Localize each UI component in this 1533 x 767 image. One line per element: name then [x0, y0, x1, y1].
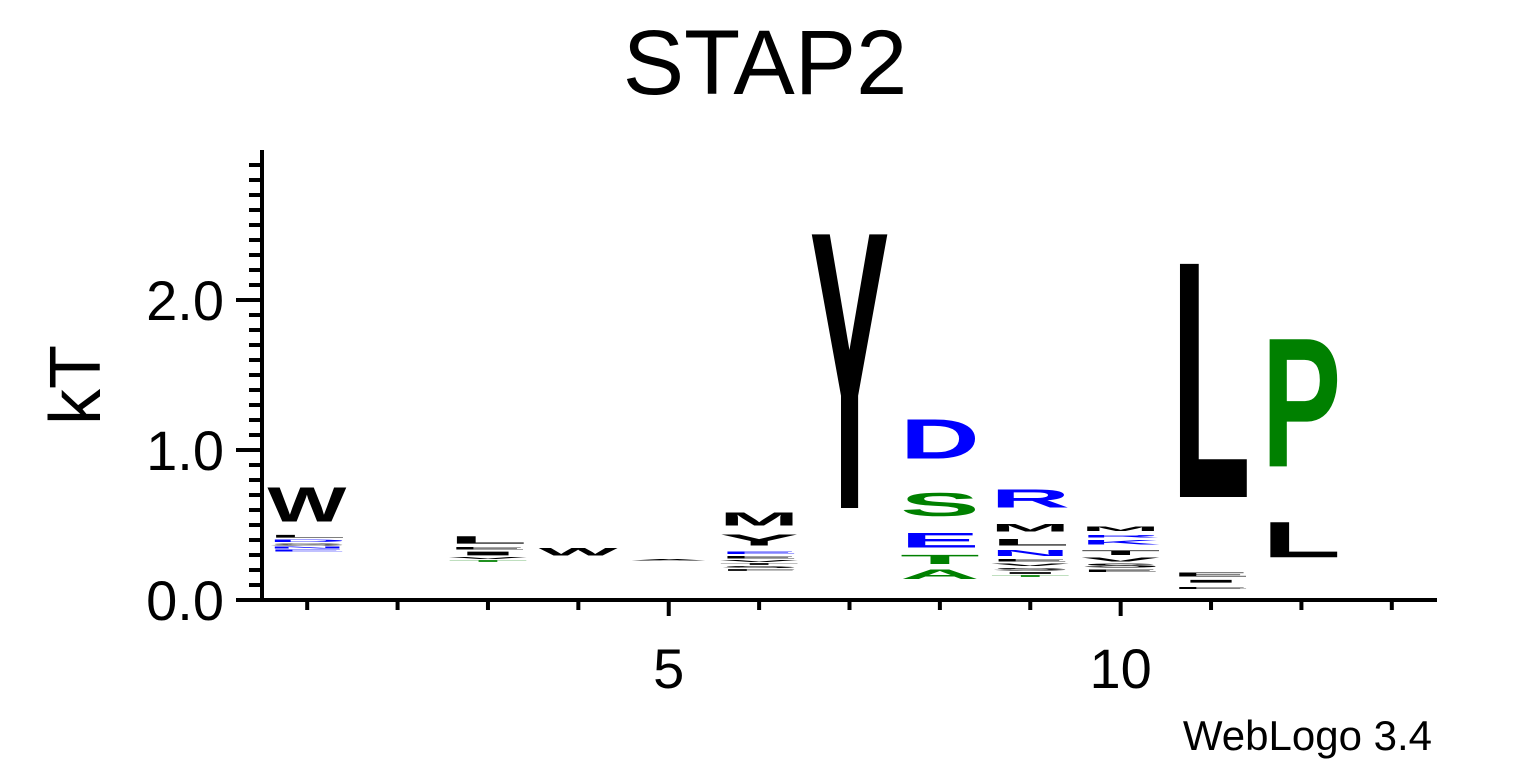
logo-letter-e: E — [719, 550, 799, 554]
logo-letter-a: A — [900, 567, 980, 582]
logo-letter-t: T — [448, 559, 528, 562]
logo-letter-i: I — [1171, 579, 1250, 583]
logo-letter-y: Y — [810, 149, 890, 593]
logo-letter-e: E — [1171, 571, 1251, 577]
logo-letter-m: M — [991, 522, 1071, 534]
logo-letter-n: N — [991, 549, 1071, 558]
logo-letter-w: W — [267, 477, 346, 532]
logo-letter-t: T — [719, 562, 799, 565]
logo-letter-l: L — [267, 534, 347, 538]
logo-letter-e: E — [719, 555, 799, 559]
logo-letter-s: S — [900, 486, 980, 523]
logo-letter-w: W — [539, 546, 619, 558]
logo-letter-v: V — [1081, 556, 1160, 562]
logo-letter-v: V — [719, 559, 798, 562]
logo-letter-e: E — [900, 528, 980, 552]
logo-letter-v: V — [448, 556, 527, 559]
logo-letter-e: E — [991, 558, 1071, 562]
logo-letter-i: I — [991, 571, 1071, 574]
x-tick-label: 5 — [653, 637, 684, 700]
logo-letter-e: E — [1081, 568, 1161, 572]
logo-letter-t: T — [1081, 549, 1161, 556]
logo-letter-e: E — [448, 546, 528, 550]
logo-letter-a: A — [629, 559, 709, 561]
x-tick-label: 10 — [1090, 637, 1152, 700]
y-tick-label: 0.0 — [146, 569, 224, 632]
logo-letter-s: S — [991, 567, 1071, 571]
logo-letter-d: D — [267, 538, 347, 543]
logo-letter-m: M — [1081, 525, 1161, 532]
logo-letter-s: S — [267, 543, 347, 546]
logo-letter-y: Y — [719, 531, 799, 549]
y-tick-label: 1.0 — [146, 419, 224, 482]
logo-letter-r: R — [991, 484, 1071, 512]
weblogo-credit: WebLogo 3.4 — [1183, 712, 1432, 759]
y-axis-label: kT — [36, 345, 116, 425]
logo-letter-n: N — [267, 546, 347, 549]
chart-title: STAP2 — [623, 12, 908, 114]
logo-letter-l: L — [1171, 192, 1251, 570]
logo-letter-f: F — [719, 568, 799, 571]
logo-letter-l: L — [448, 534, 528, 546]
logo-letter-m: M — [719, 508, 799, 529]
logo-letter-i: I — [448, 550, 528, 556]
logo-letter-t: T — [991, 574, 1071, 577]
logo-letter-d: D — [900, 408, 980, 471]
logo-letter-l: L — [1262, 511, 1342, 568]
logo-letter-v: V — [991, 562, 1070, 566]
y-tick-label: 2.0 — [146, 269, 224, 332]
logo-letter-s: S — [1081, 562, 1161, 568]
logo-letter-l: L — [991, 537, 1071, 548]
logo-letter-e: E — [267, 549, 347, 552]
logo-letter-r: R — [1081, 534, 1161, 539]
logo-letter-s: S — [719, 565, 799, 568]
logo-letter-t: T — [900, 552, 980, 567]
logo-letter-p: P — [1262, 299, 1342, 506]
axes: 0.0 1.0 2.0 5 10 — [146, 150, 1437, 700]
logo-letter-k: K — [1081, 538, 1161, 546]
logo-letter-e: E — [1171, 586, 1251, 589]
